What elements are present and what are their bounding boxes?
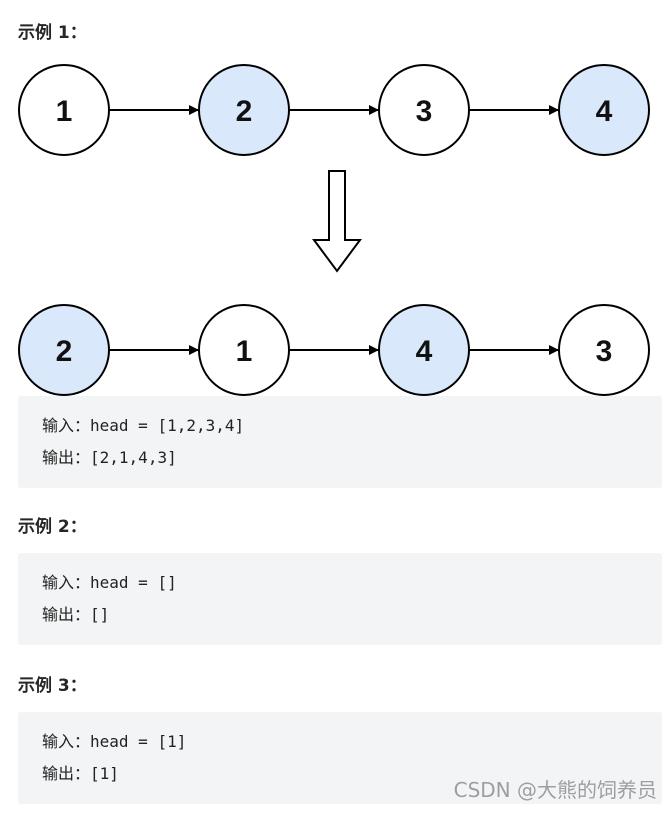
transform-down-arrow: [312, 170, 362, 273]
list-node-value: 4: [416, 335, 433, 368]
list-node-value: 1: [236, 335, 253, 368]
example-2-heading: 示例 2：: [18, 517, 87, 537]
input-label: 输入：: [42, 416, 91, 435]
example-3-output-line: 输出：[1]: [42, 758, 662, 790]
list-node-value: 3: [596, 335, 613, 368]
example-1-code-block: 输入：head = [1,2,3,4] 输出：[2,1,4,3]: [18, 396, 662, 488]
output-label: 输出：: [42, 605, 91, 624]
example-1-heading: 示例 1：: [18, 23, 87, 43]
output-value: [2,1,4,3]: [90, 448, 177, 467]
example-2-output-line: 输出：[]: [42, 599, 662, 631]
example-1-input-line: 输入：head = [1,2,3,4]: [42, 410, 662, 442]
list-node-value: 1: [56, 95, 73, 128]
list-node: [558, 64, 650, 156]
watermark: CSDN @大熊的饲养员: [453, 778, 657, 802]
list-node-value: 3: [416, 95, 433, 128]
example-2-code-block: 输入：head = [] 输出：[]: [18, 553, 662, 645]
example-3-heading: 示例 3：: [18, 676, 87, 696]
example-2-input-line: 输入：head = []: [42, 567, 662, 599]
output-value: [1]: [90, 764, 119, 783]
output-label: 输出：: [42, 764, 91, 783]
linked-list-swap-diagram: 1 2 3 4 2 1 4 3: [18, 64, 650, 396]
input-label: 输入：: [42, 732, 91, 751]
list-node-value: 2: [236, 95, 253, 128]
input-label: 输入：: [42, 573, 91, 592]
list-node: [558, 304, 650, 396]
output-label: 输出：: [42, 448, 91, 467]
example-3-code-block: 输入：head = [1] 输出：[1]: [18, 712, 662, 804]
list-node-value: 4: [596, 95, 613, 128]
list-node-value: 2: [56, 335, 73, 368]
input-value: head = [1]: [90, 732, 187, 751]
input-value: head = [1,2,3,4]: [90, 416, 245, 435]
input-value: head = []: [90, 573, 177, 592]
after-list: 2 1 4 3: [18, 304, 650, 396]
example-3-input-line: 输入：head = [1]: [42, 726, 662, 758]
output-value: []: [90, 605, 110, 624]
before-list: 1 2 3 4: [18, 64, 650, 156]
example-1-output-line: 输出：[2,1,4,3]: [42, 442, 662, 474]
